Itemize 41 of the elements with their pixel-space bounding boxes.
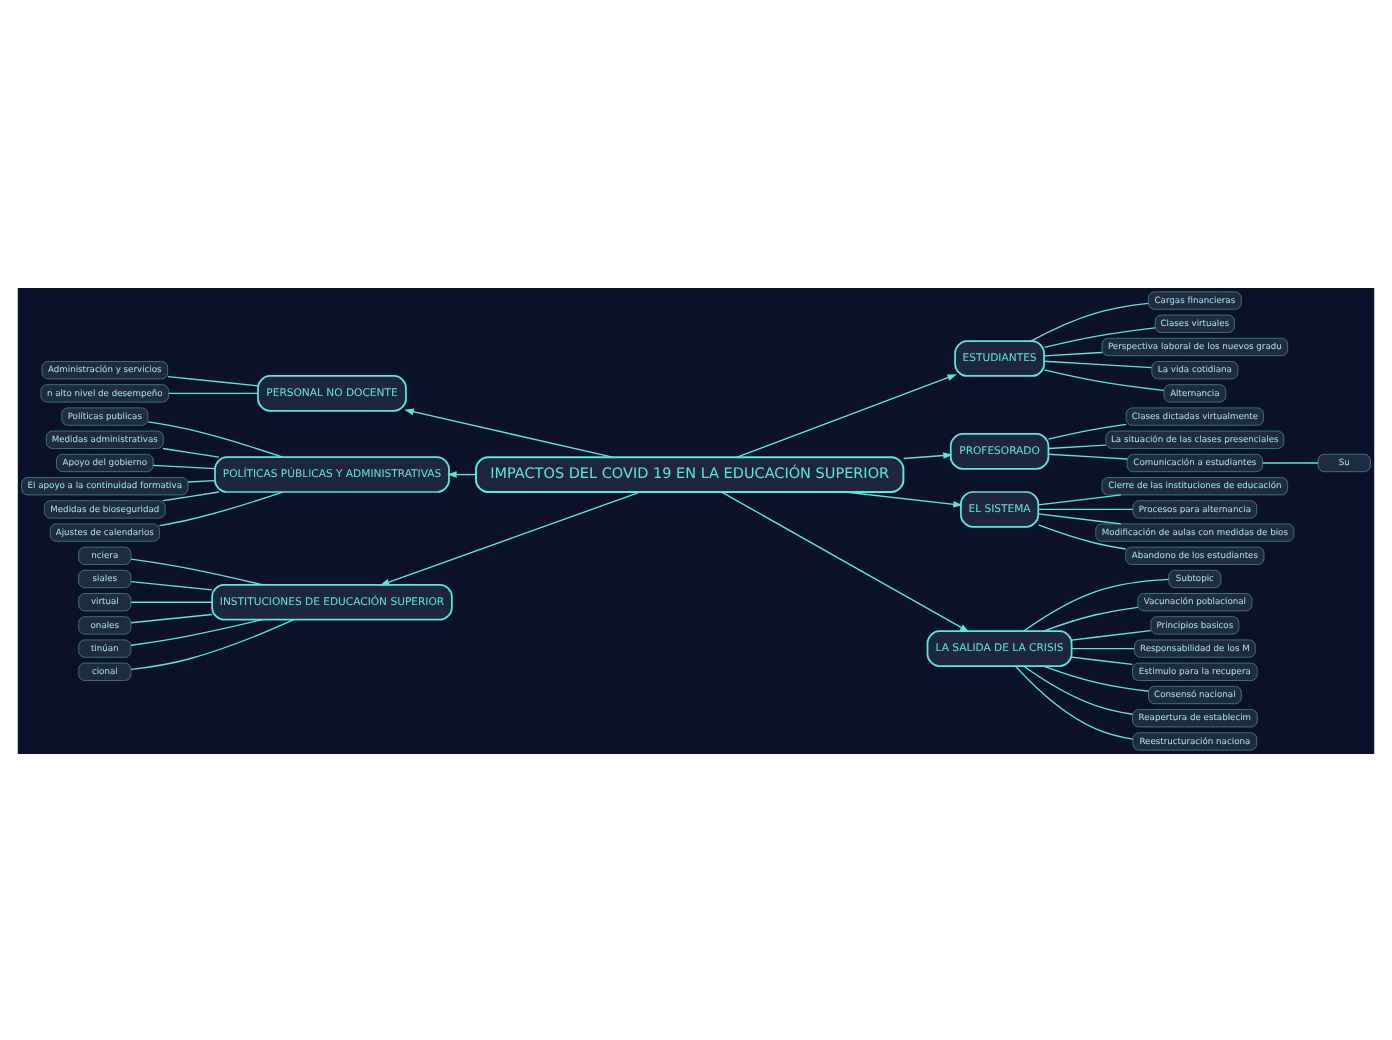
connector (1047, 443, 1107, 449)
connector (1037, 493, 1122, 505)
connector (162, 490, 220, 501)
connector (130, 579, 213, 590)
connector (1071, 655, 1134, 665)
connector (130, 618, 295, 670)
connector (130, 612, 213, 623)
arrow (844, 490, 963, 507)
arrow (379, 490, 641, 585)
connector (167, 374, 259, 386)
connector (158, 490, 284, 526)
connector (1047, 422, 1127, 439)
connector (1030, 301, 1149, 341)
connector (1043, 350, 1103, 356)
arrow (736, 373, 957, 457)
connector (1043, 368, 1165, 390)
connector (130, 557, 263, 585)
arrow (404, 407, 614, 457)
connector (1014, 664, 1134, 739)
connector (1042, 664, 1150, 691)
connector (1022, 664, 1133, 714)
connector (147, 420, 284, 457)
connector (1037, 523, 1127, 549)
arrow (903, 451, 953, 459)
connector (1071, 646, 1135, 649)
connector (168, 391, 259, 394)
connector (1043, 359, 1153, 368)
connector (130, 618, 263, 645)
connector (130, 600, 213, 602)
connector (187, 478, 216, 482)
connector (152, 463, 216, 469)
connector (1022, 577, 1170, 631)
connector (1047, 452, 1128, 459)
arrow (447, 470, 477, 477)
connector (162, 446, 220, 457)
connector (1037, 507, 1134, 510)
connector (1042, 605, 1139, 631)
connector (1043, 326, 1156, 347)
arrow (720, 490, 970, 632)
connector (1037, 512, 1122, 524)
connector (1071, 628, 1152, 640)
